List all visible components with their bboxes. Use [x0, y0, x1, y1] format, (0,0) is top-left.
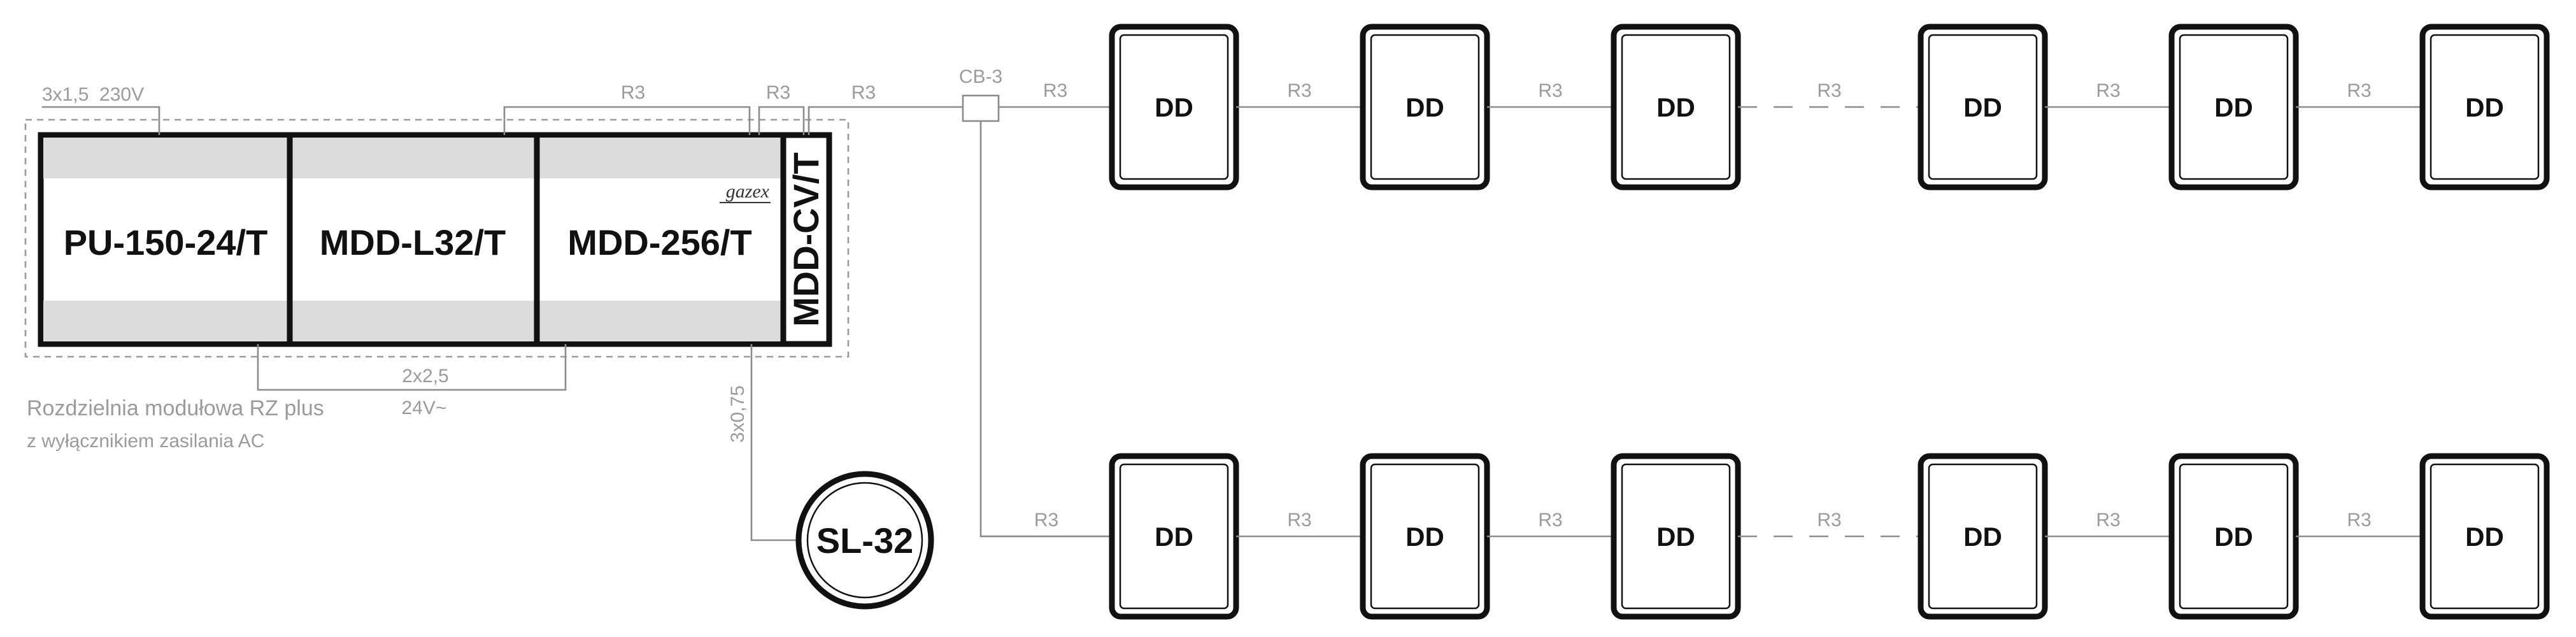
- junction-label: CB-3: [959, 66, 1002, 87]
- module-pu-150: PU-150-24/T: [64, 222, 268, 262]
- r3-label-top-6: R3: [2347, 80, 2371, 101]
- r3-label-bottom-6: R3: [2347, 510, 2371, 531]
- detector-dd-top-3: DD: [1611, 24, 1741, 190]
- detector-label: DD: [1405, 522, 1444, 552]
- detector-label: DD: [2465, 522, 2504, 552]
- r3-internal-label-1: R3: [621, 82, 645, 103]
- detector-dd-top-2: DD: [1360, 24, 1490, 190]
- detector-label: DD: [1656, 92, 1695, 122]
- detector-dd-bottom-6: DD: [2419, 453, 2550, 620]
- r3-to-junction-wire: [808, 106, 963, 135]
- detector-dd-bottom-4: DD: [1918, 453, 2048, 620]
- power-in-wire: [42, 106, 160, 135]
- cabinet-title: Rozdzielnia modułowa RZ plus: [27, 396, 324, 420]
- r3-to-junction-label: R3: [851, 82, 876, 103]
- cabinet-outline: [24, 118, 850, 358]
- r3-label-bottom-1: R3: [1034, 510, 1058, 531]
- detector-label: DD: [2465, 92, 2504, 122]
- detector-label: DD: [1963, 92, 2002, 122]
- r3-label-top-1: R3: [1043, 80, 1067, 101]
- detector-label: DD: [1155, 522, 1193, 552]
- r3-internal-wire-1: [503, 106, 751, 135]
- r3-internal-wire-2: [758, 106, 805, 135]
- r3-label-bottom-4: R3: [1817, 510, 1841, 531]
- detector-dd-bottom-5: DD: [2168, 453, 2299, 620]
- r3-label-bottom-3: R3: [1538, 510, 1562, 531]
- detector-label: DD: [1963, 522, 2002, 552]
- detector-label: DD: [1155, 92, 1193, 122]
- detector-dd-top-1: DD: [1109, 24, 1239, 190]
- detector-label: DD: [1405, 92, 1444, 122]
- detector-dd-top-6: DD: [2419, 24, 2550, 190]
- cabinet-subtitle: z wyłącznikiem zasilania AC: [27, 431, 264, 452]
- module-mdd-l32: MDD-L32/T: [320, 222, 506, 262]
- signaller-label: SL-32: [816, 520, 914, 561]
- detector-dd-top-5: DD: [2168, 24, 2299, 190]
- detector-label: DD: [2214, 522, 2253, 552]
- r3-label-top-4: R3: [1817, 80, 1841, 101]
- r3-label-top-2: R3: [1287, 80, 1311, 101]
- detector-dd-bottom-1: DD: [1109, 453, 1239, 620]
- signaller-sl-32: [795, 471, 934, 610]
- r3-label-bottom-5: R3: [2096, 510, 2120, 531]
- junction-box: [962, 94, 1000, 122]
- detector-dd-top-4: DD: [1918, 24, 2048, 190]
- detector-dd-bottom-2: DD: [1360, 453, 1490, 620]
- r3-label-top-3: R3: [1538, 80, 1562, 101]
- internal-power-label: 2x2,5: [402, 366, 448, 387]
- signaller-wire-label: 3x0,75: [727, 385, 748, 443]
- cabinet-body: [38, 132, 832, 347]
- internal-power-wire: [257, 344, 567, 391]
- r3-label-bottom-2: R3: [1287, 510, 1311, 531]
- module-mdd-256: MDD-256/T: [567, 222, 751, 262]
- detector-dd-bottom-3: DD: [1611, 453, 1741, 620]
- power-in-label: 3x1,5 230V: [42, 84, 144, 105]
- internal-voltage-label: 24V~: [402, 397, 447, 419]
- brand-logo: gazex: [726, 181, 770, 202]
- detector-label: DD: [2214, 92, 2253, 122]
- junction-branch-wire: [979, 121, 1111, 538]
- detector-label: DD: [1656, 522, 1695, 552]
- r3-label-top-5: R3: [2096, 80, 2120, 101]
- r3-internal-label-2: R3: [766, 82, 790, 103]
- module-mdd-cv: MDD-CV/T: [786, 152, 826, 327]
- signaller-wire: [750, 344, 804, 541]
